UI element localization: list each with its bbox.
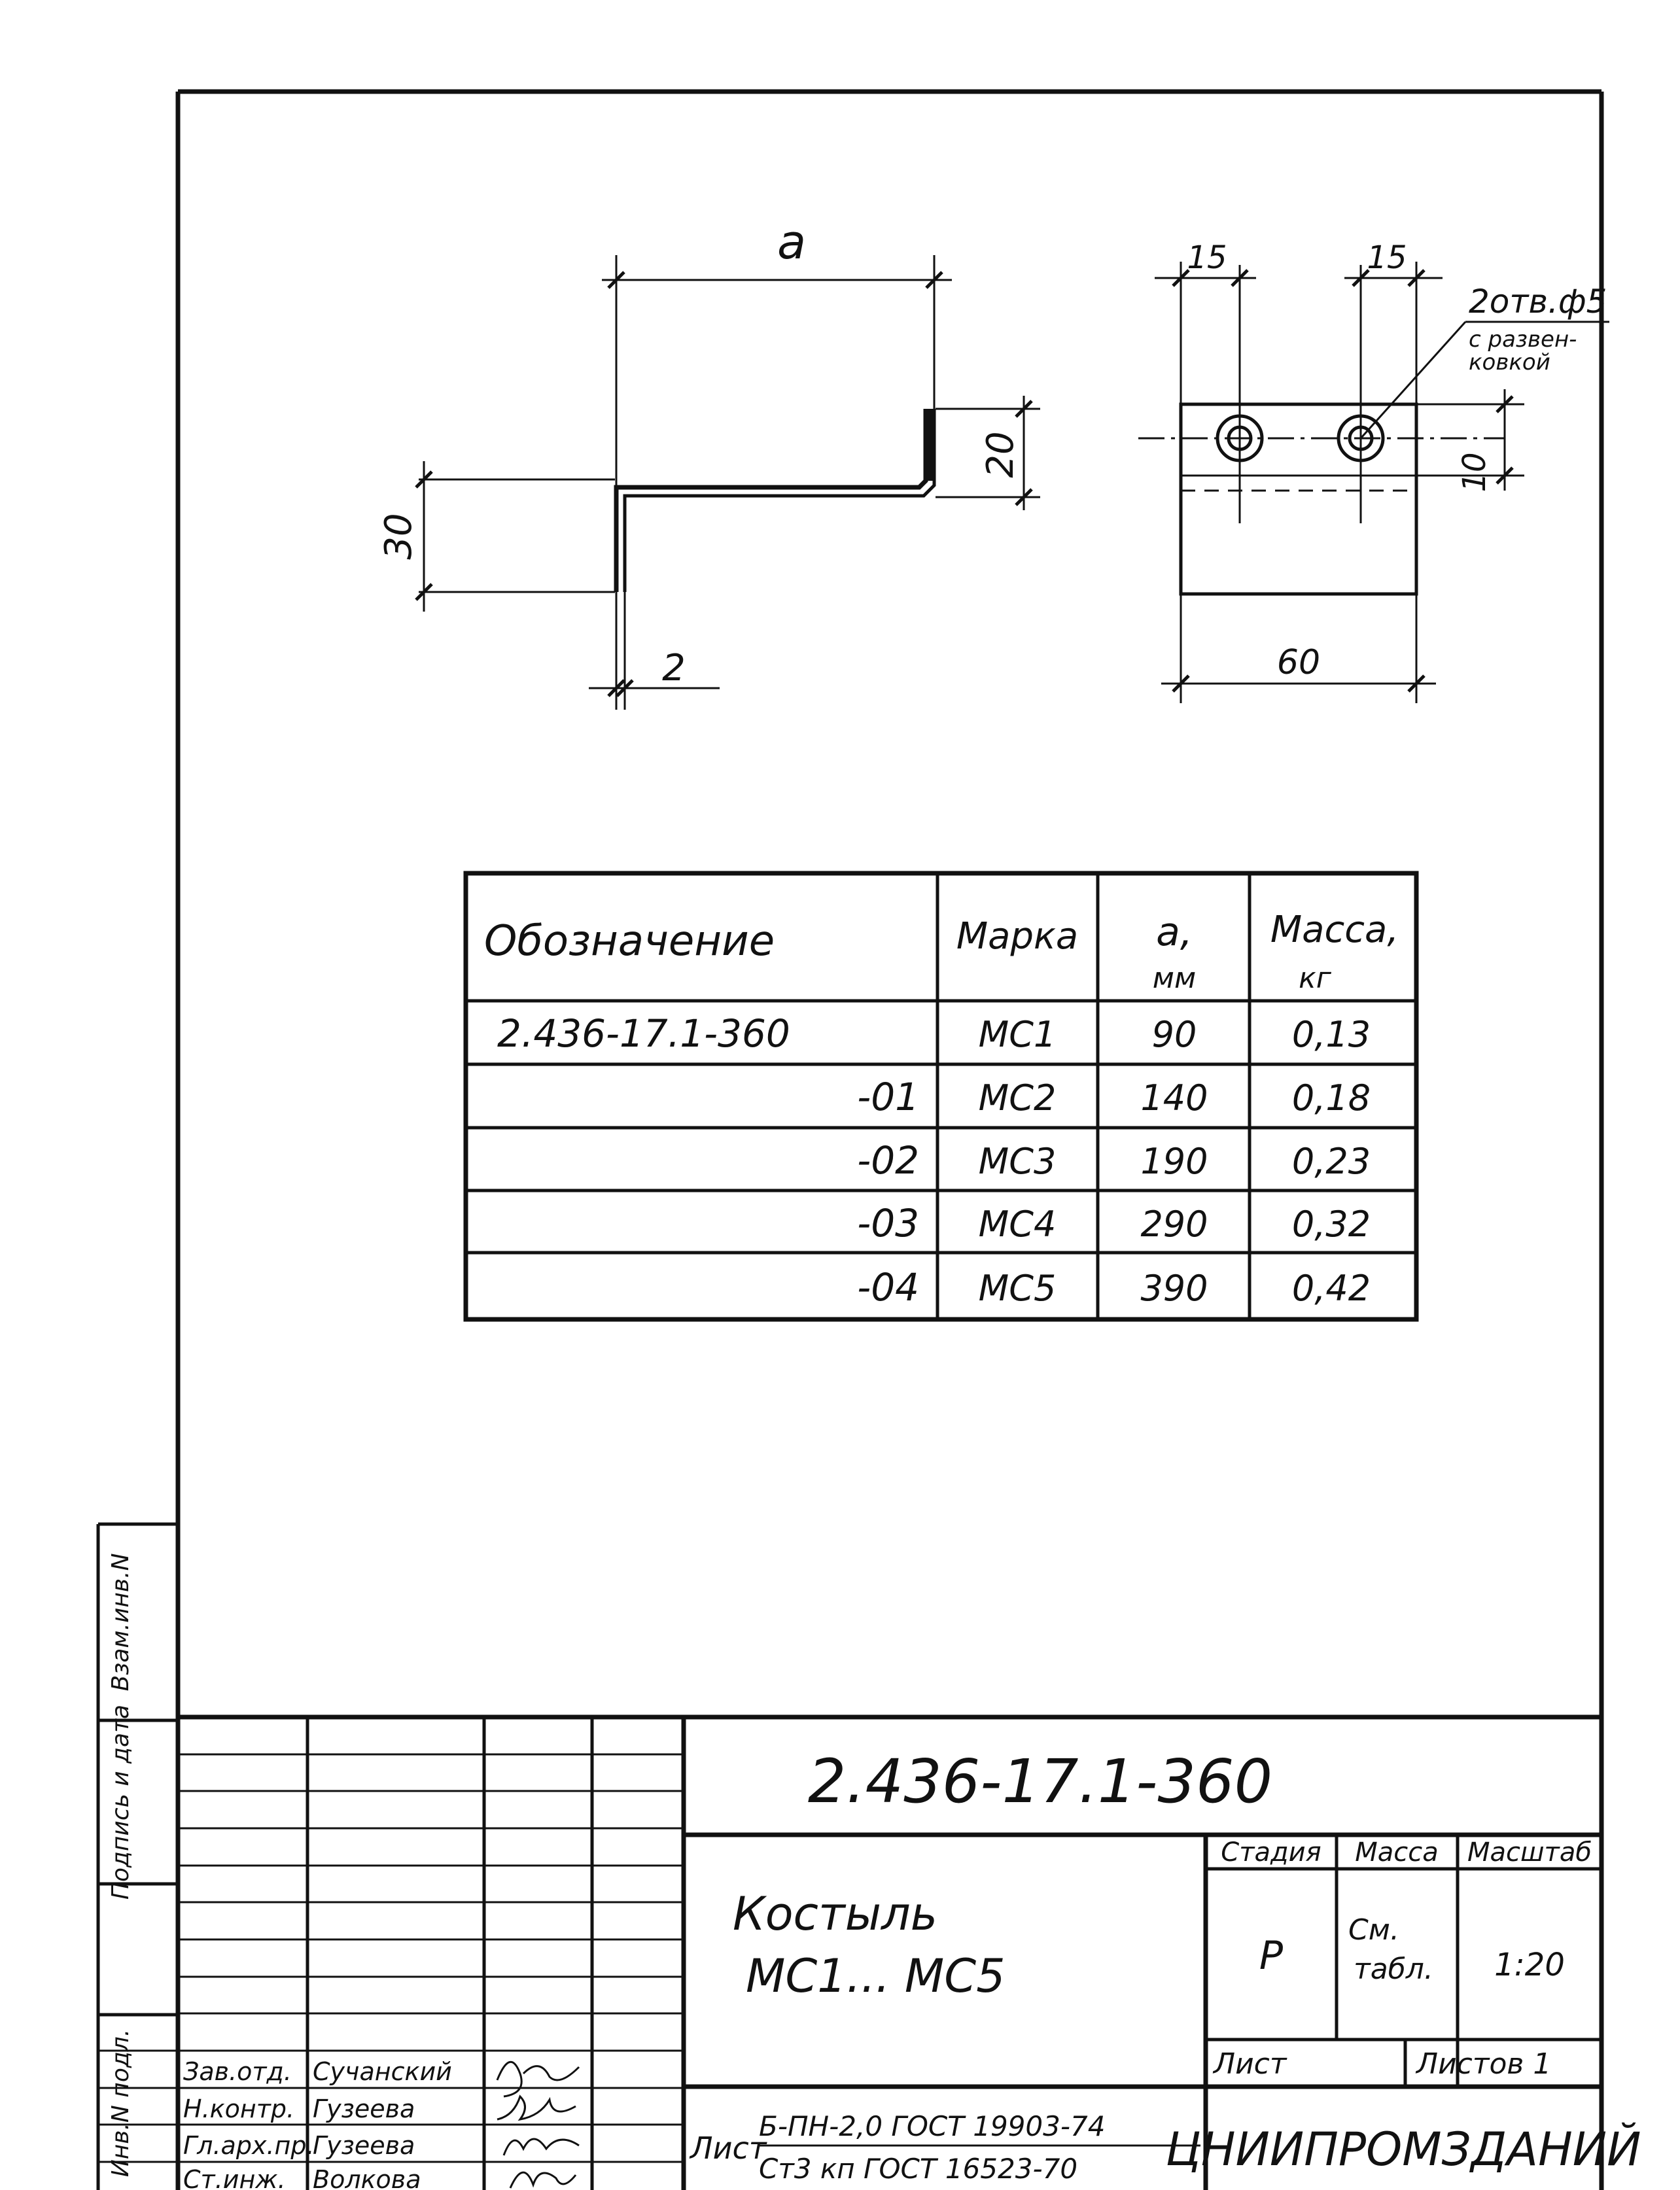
table-cell-mark: МС2 [979,1077,1057,1119]
drawing-code: 2.436-17.1-360 [808,1747,1272,1816]
table-cell-mark: МС1 [979,1014,1057,1055]
signature [502,2138,580,2156]
side-stamp-ref-inv: Взам.инв.N [107,1553,134,1691]
table-header-mark: Марка [956,915,1078,958]
dim-a: a [777,215,806,269]
hole-note-line1: 2отв.ф5 [1469,283,1607,321]
parts-table: Обозначение Марка a, мм Масса, кг 2.436-… [463,871,1419,1322]
table-cell-mass: 0,42 [1292,1268,1371,1309]
table-cell-designation: 2.436-17.1-360 [497,1011,790,1056]
table-cell-mass: 0,18 [1292,1077,1371,1119]
signer-role: Н.контр. [183,2094,294,2123]
signer-name: Сучанский [313,2057,452,2086]
organization-name: ЦНИИПРОМЗДАНИЙ [1166,2123,1641,2176]
clip-profile [614,409,928,592]
front-view: 15 15 2отв.ф5 с развен- ковкой 10 60 [1138,239,1609,703]
signer-name: Гузеева [313,2131,415,2160]
mass-value: См. [1348,1913,1399,1947]
dim-hole-offset-left: 15 [1187,239,1227,276]
material-grade: Б-ПН-2,0 ГОСТ 19903-74 [759,2110,1105,2142]
part-marks: МС1... МС5 [746,1949,1006,2003]
stage-label: Стадия [1221,1837,1321,1868]
signature [497,2094,576,2121]
side-view: a 20 30 2 [377,215,1040,710]
signature [496,2060,580,2098]
table-header-designation: Обозначение [484,917,775,965]
table-header-mass: Масса, [1270,909,1399,951]
table-cell-a: 190 [1140,1141,1208,1182]
table-cell-designation: -01 [857,1075,919,1119]
signer-role: Зав.отд. [183,2057,292,2086]
signer-name: Волкова [313,2165,421,2190]
table-cell-mass: 0,13 [1292,1014,1371,1055]
sheets-label: Листов 1 [1415,2047,1551,2081]
table-cell-designation: -02 [857,1138,919,1183]
table-cell-mark: МС4 [979,1204,1057,1245]
side-stamp-inv-orig: Инв.N подл. [107,2029,134,2177]
signature [509,2171,577,2189]
table-cell-mark: МС5 [979,1268,1057,1309]
dim-flange-height: 20 [979,431,1022,478]
mass-value-note: табл. [1354,1953,1433,1986]
dim-hole-height: 10 [1456,452,1493,492]
part-name: Костыль [733,1887,937,1941]
signer-name: Гузеева [313,2094,415,2123]
dim-hole-offset-right: 15 [1367,239,1407,276]
table-header-a: a, [1156,909,1193,955]
hole-note-line2: с развен- [1469,326,1577,353]
table-cell-a: 140 [1140,1077,1208,1119]
stage-value: Р [1259,1933,1284,1979]
table-cell-a: 390 [1140,1268,1208,1309]
title-block: Зав.отд. Сучанский Н.контр. Гузеева Гл.а… [98,1714,1641,2190]
signer-role: Ст.инж. [183,2165,286,2190]
table-header-mass-unit: кг [1299,962,1332,995]
dim-width: 60 [1277,643,1320,682]
table-header-a-unit: мм [1153,962,1196,995]
material-steel: Ст3 кп ГОСТ 16523-70 [759,2153,1077,2185]
sheet-frame [175,89,1604,2190]
side-stamp: Взам.инв.N Подпись и дата Инв.N подл. [96,1522,178,2190]
material-prefix: Лист [689,2130,767,2166]
side-stamp-sign-date: Подпись и дата [107,1705,134,1900]
dim-leg-height: 30 [377,513,420,559]
plate [1179,402,1418,596]
table-cell-a: 90 [1152,1014,1197,1055]
scale-value: 1:20 [1494,1947,1565,1983]
hole-note-line3: ковкой [1469,349,1550,375]
dim-thickness: 2 [662,647,686,689]
sheet-label: Лист [1212,2047,1287,2081]
scale-label: Масштаб [1467,1837,1592,1868]
signer-role: Гл.арх.пр. [183,2131,315,2160]
table-cell-designation: -04 [857,1265,919,1310]
table-cell-mark: МС3 [979,1141,1057,1182]
mass-label: Масса [1355,1837,1439,1868]
table-cell-a: 290 [1140,1204,1208,1245]
table-cell-mass: 0,32 [1292,1204,1371,1245]
table-cell-designation: -03 [857,1201,919,1245]
table-cell-mass: 0,23 [1292,1141,1371,1182]
